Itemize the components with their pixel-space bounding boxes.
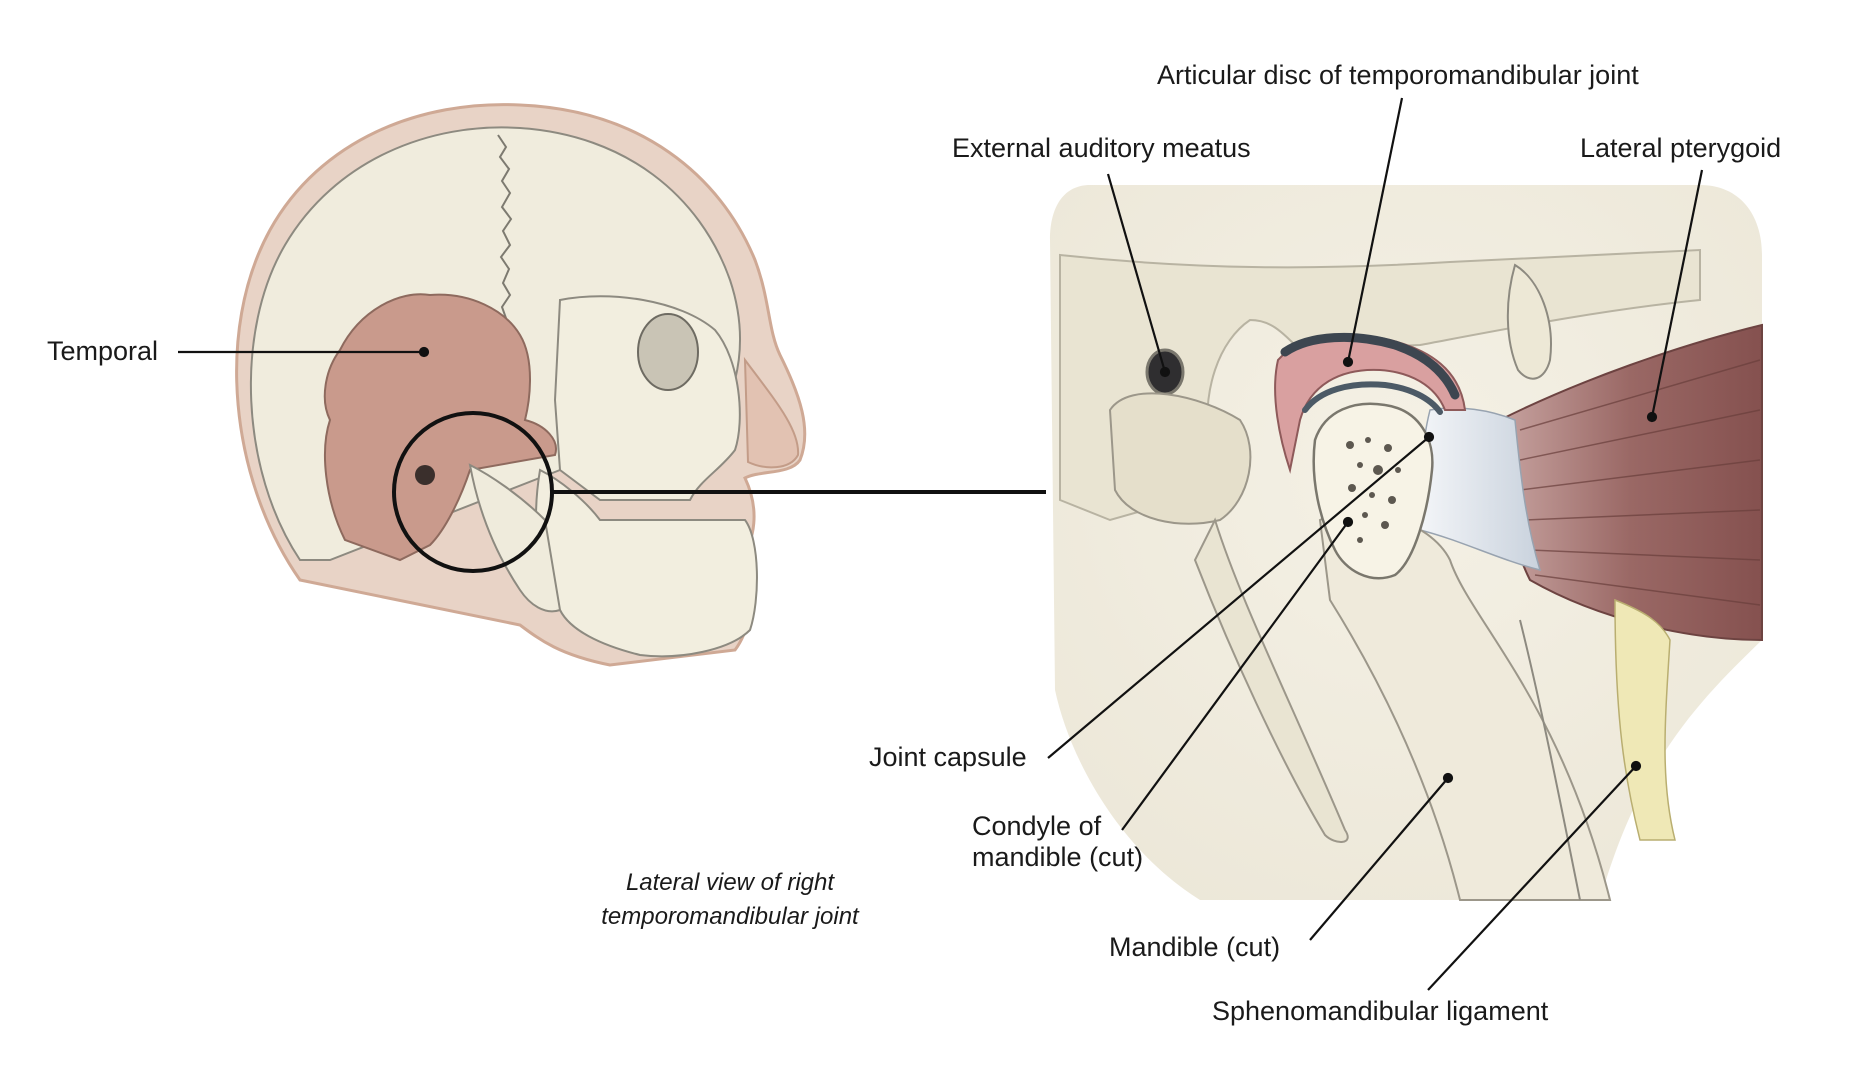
label-joint-capsule: Joint capsule [869, 742, 1027, 772]
temporal-bone [323, 293, 557, 562]
styloid-process [1193, 517, 1349, 843]
leader-mandible [1309, 777, 1449, 941]
coronal-suture [497, 134, 513, 322]
leader-joint-capsule [1047, 436, 1430, 759]
caption-line2: temporomandibular joint [601, 903, 859, 930]
label-mandible-cut: Mandible (cut) [1109, 932, 1281, 962]
skull-head-illustration [235, 103, 1046, 667]
leader-lateral-pterygoid [1650, 169, 1704, 418]
condyle-trabecular-dots [1346, 437, 1401, 543]
label-temporal: Temporal [47, 336, 159, 366]
muscle-fibers [1519, 359, 1761, 606]
orbit [637, 313, 699, 391]
leader-condyle [1121, 521, 1349, 831]
label-external-auditory-meatus: External auditory meatus [952, 133, 1251, 163]
label-lateral-pterygoid: Lateral pterygoid [1580, 133, 1782, 163]
label-articular-disc: Articular disc of temporomandibular join… [1157, 60, 1639, 90]
sphenomandibular-ligament-shape [1614, 598, 1676, 841]
leader-lines [178, 97, 1704, 991]
articular-disc-lower-band [1302, 381, 1443, 415]
leader-sphenomandibular [1427, 765, 1637, 991]
articular-eminence [1506, 263, 1552, 380]
nose [743, 356, 800, 469]
mandible-cut-edge [1519, 619, 1581, 901]
caption: Lateral view of right temporomandibular … [560, 866, 900, 934]
condyle-cut [1312, 402, 1434, 580]
leader-articular-disc [1346, 97, 1404, 363]
label-sphenomandibular: Sphenomandibular ligament [1212, 996, 1549, 1026]
mandible-ramus [468, 463, 562, 613]
leader-external-auditory-meatus [1106, 173, 1167, 373]
mastoid-region [1108, 392, 1252, 525]
label-condyle-line1: Condyle of [972, 811, 1102, 841]
articular-disc-dark-band [1280, 332, 1460, 400]
tmj-detail-illustration [1050, 185, 1763, 901]
ear-canal [415, 465, 435, 485]
label-condyle-line2: mandible (cut) [972, 842, 1144, 872]
caption-line1: Lateral view of right [625, 869, 835, 896]
